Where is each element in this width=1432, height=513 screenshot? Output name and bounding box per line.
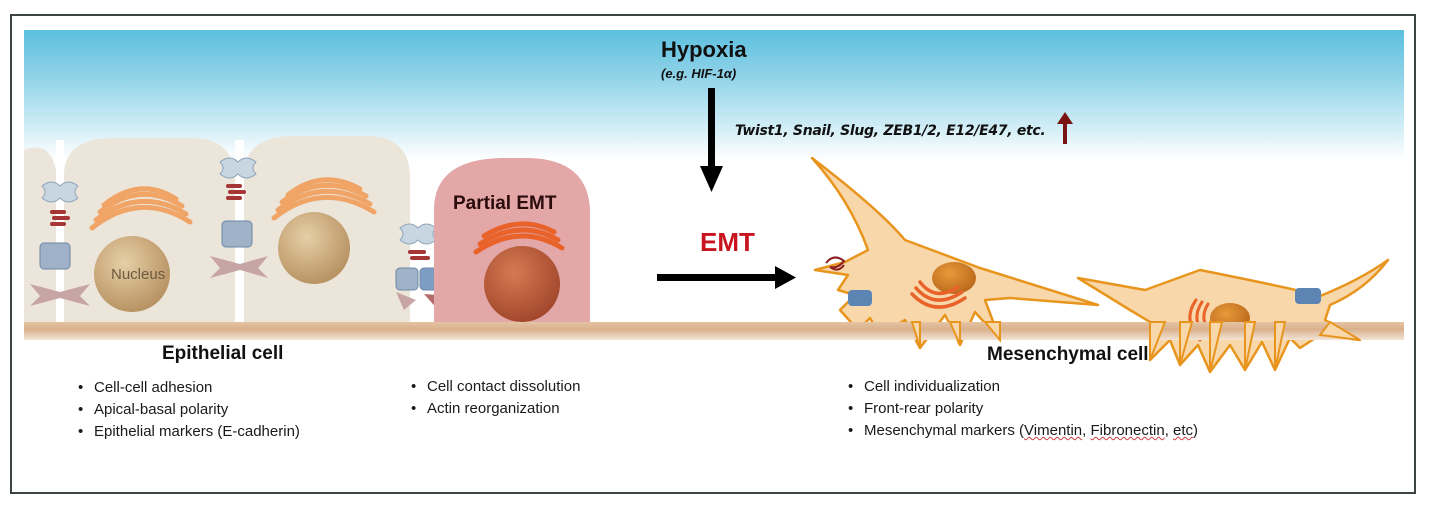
separator: ,	[1082, 422, 1091, 439]
nucleus-icon	[484, 246, 560, 322]
marker-fibronectin: Fibronectin	[1090, 422, 1165, 439]
stimulus-example: (e.g. HIF-1α)	[661, 66, 737, 81]
golgi-apparatus-icon	[910, 280, 967, 309]
markers-prefix: Mesenchymal markers (	[864, 422, 1025, 439]
basement-membrane	[24, 322, 1404, 340]
up-arrow-icon	[1057, 112, 1073, 144]
adherens-junction-icon	[825, 256, 846, 271]
mesenchymal-heading: Mesenchymal cell	[987, 344, 1149, 365]
golgi-apparatus-icon	[271, 177, 377, 221]
emt-right-arrow-icon	[657, 266, 796, 289]
golgi-apparatus-icon	[473, 221, 565, 255]
cell-junction-gap	[56, 140, 64, 322]
marker-etc: etc	[1173, 422, 1194, 439]
partial-emt-cell	[434, 158, 590, 322]
nucleus-label: Nucleus	[111, 266, 166, 283]
list-item: Cell individualization	[842, 376, 1198, 398]
mesenchymal-cell-1	[810, 156, 1100, 350]
list-item: Cell contact dissolution	[405, 376, 580, 398]
list-item: Apical-basal polarity	[72, 399, 300, 421]
nucleus-icon	[932, 262, 976, 294]
transcription-factors-label: Twist1, Snail, Slug, ZEB1/2, E12/E47, et…	[735, 123, 1046, 139]
list-item: Epithelial markers (E-cadherin)	[72, 421, 300, 443]
marker-vimentin: Vimentin	[1024, 422, 1083, 439]
list-item: Front-rear polarity	[842, 398, 1198, 420]
partial-emt-feature-list: Cell contact dissolution Actin reorganiz…	[405, 376, 580, 420]
tight-junction-icon	[41, 157, 437, 245]
integrin-icon	[1295, 288, 1321, 304]
list-item-markers: Mesenchymal markers (Vimentin, Fibronect…	[842, 420, 1198, 442]
partial-emt-label: Partial EMT	[453, 193, 557, 214]
markers-suffix: )	[1193, 422, 1199, 439]
nucleus-icon	[278, 212, 350, 284]
integrin-icon	[848, 290, 872, 306]
nucleus-icon	[94, 236, 170, 312]
gap-junction-icon	[30, 256, 450, 312]
epithelial-heading: Epithelial cell	[162, 343, 284, 364]
mesenchymal-feature-list: Cell individualization Front-rear polari…	[842, 376, 1198, 442]
epithelial-feature-list: Cell-cell adhesion Apical-basal polarity…	[72, 377, 300, 443]
stimulus-title: Hypoxia	[661, 37, 747, 62]
list-item: Actin reorganization	[405, 398, 580, 420]
adherens-junction-icon	[50, 184, 430, 260]
hypoxia-down-arrow-icon	[700, 88, 723, 192]
list-item: Cell-cell adhesion	[72, 377, 300, 399]
transition-label: EMT	[700, 227, 755, 257]
separator: ,	[1164, 422, 1174, 439]
golgi-apparatus-icon	[89, 186, 193, 231]
